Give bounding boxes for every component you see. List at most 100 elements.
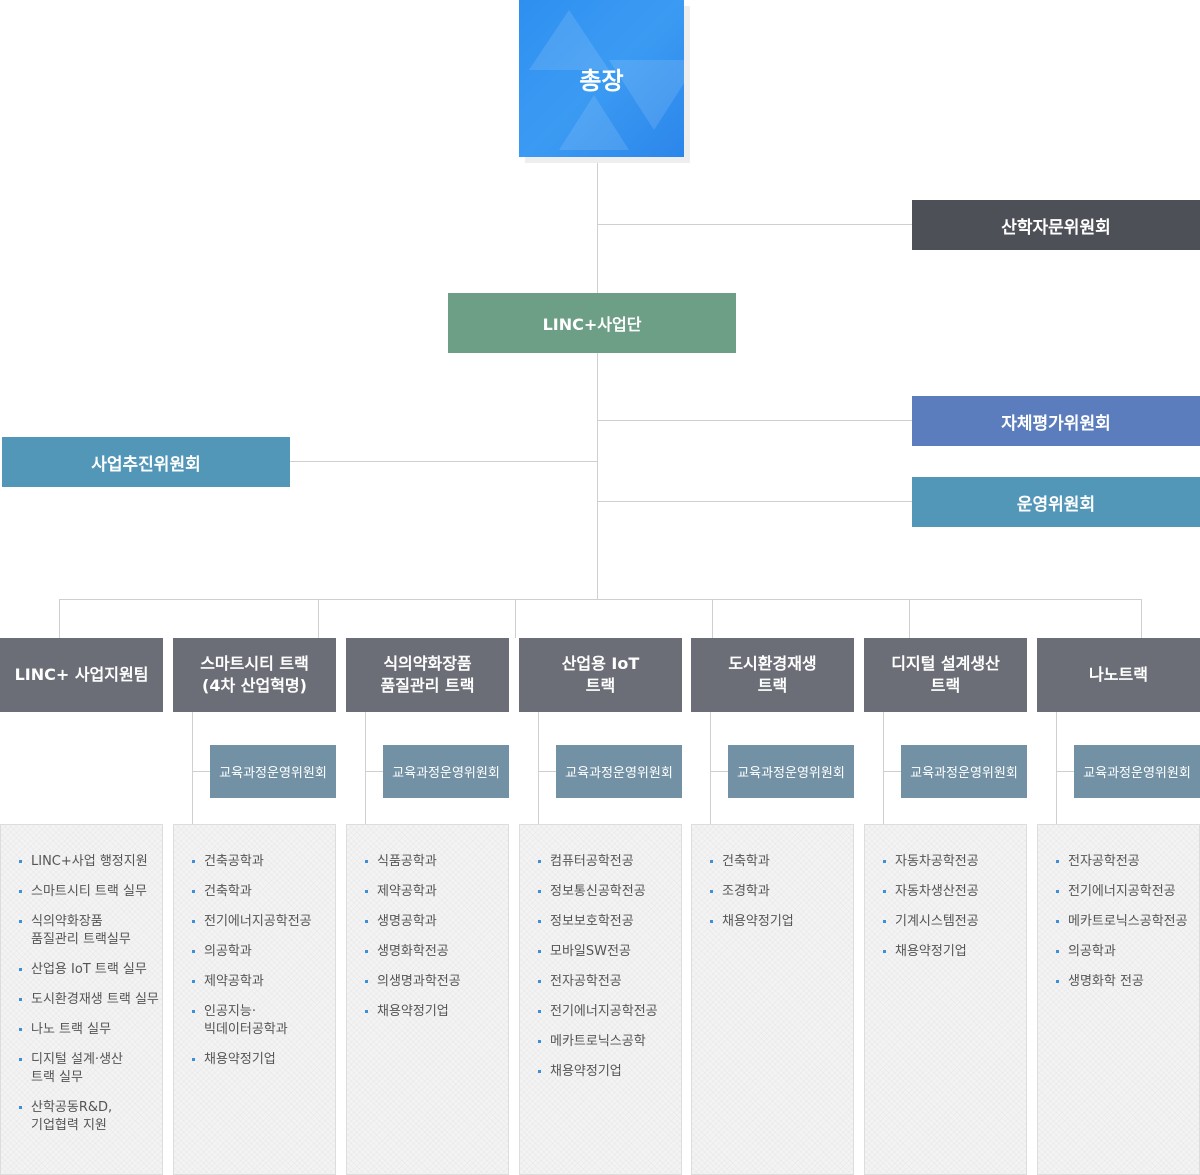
curriculum-committee-label: 교육과정운영위원회 [565, 766, 673, 781]
curriculum-committee-label: 교육과정운영위원회 [392, 766, 500, 781]
list-item: 자동차공학전공 [883, 853, 1026, 871]
promotion-connector [290, 461, 597, 462]
list-item: 제약공학과 [192, 973, 335, 991]
track-box-5: 디지털 설계생산 트랙 [864, 638, 1027, 712]
list-item: 나노 트랙 실무 [19, 1021, 162, 1039]
list-item: 생명공학과 [365, 913, 508, 931]
curriculum-committee-label: 교육과정운영위원회 [219, 766, 327, 781]
track-drop-line-5 [1141, 599, 1142, 638]
list-item: 건축학과 [710, 853, 853, 871]
operation-committee-label: 운영위원회 [1016, 494, 1096, 515]
list-item: 식품공학과 [365, 853, 508, 871]
track-title: 산업용 IoT 트랙 [561, 654, 640, 695]
list-item: 전자공학전공 [538, 973, 681, 991]
curriculum-committee-box-5: 교육과정운영위원회 [901, 745, 1027, 798]
track-vertical-line-3 [538, 712, 539, 824]
track-title: 식의약화장품 품질관리 트랙 [380, 654, 475, 695]
list-item: 식의약화장품 품질관리 트랙실무 [19, 913, 162, 949]
list-item: 정보통신공학전공 [538, 883, 681, 901]
track-vertical-line-5 [883, 712, 884, 824]
list-item: 채용약정기업 [538, 1063, 681, 1081]
committee-connector-1 [192, 771, 210, 772]
track-drop-line-4 [909, 599, 910, 638]
curriculum-committee-label: 교육과정운영위원회 [910, 766, 1018, 781]
promotion-committee-label: 사업추진위원회 [91, 454, 201, 475]
curriculum-committee-box-4: 교육과정운영위원회 [728, 745, 854, 798]
list-item: 메카트로닉스공학전공 [1056, 913, 1199, 931]
track-drop-line-1 [318, 599, 319, 638]
operation-committee-box: 운영위원회 [912, 477, 1200, 527]
list-item: 채용약정기업 [365, 1003, 508, 1021]
track-vertical-line-2 [365, 712, 366, 824]
track-drop-line-2 [515, 599, 516, 638]
list-item: 메카트로닉스공학 [538, 1033, 681, 1051]
list-item: 전기에너지공학전공 [1056, 883, 1199, 901]
list-item: 정보보호학전공 [538, 913, 681, 931]
list-item: 의공학과 [192, 943, 335, 961]
linc-hq-box: LINC+사업단 [448, 293, 736, 353]
list-item: 건축공학과 [192, 853, 335, 871]
list-item: 채용약정기업 [192, 1051, 335, 1069]
advisory-connector [597, 224, 912, 225]
list-item: 제약공학과 [365, 883, 508, 901]
track-title: 나노트랙 [1089, 665, 1148, 684]
list-item: 자동차생산전공 [883, 883, 1026, 901]
track-vertical-line-4 [710, 712, 711, 824]
track-box-1: 스마트시티 트랙 (4차 산업혁명) [173, 638, 336, 712]
list-item: 모바일SW전공 [538, 943, 681, 961]
list-item: 생명화학 전공 [1056, 973, 1199, 991]
list-item: 산학공동R&D, 기업협력 지원 [19, 1099, 162, 1135]
list-item: 채용약정기업 [710, 913, 853, 931]
track-drop-line-3 [712, 599, 713, 638]
committee-connector-2 [365, 771, 383, 772]
self-evaluation-committee-label: 자체평가위원회 [1001, 413, 1111, 434]
curriculum-committee-box-6: 교육과정운영위원회 [1074, 745, 1200, 798]
curriculum-committee-label: 교육과정운영위원회 [737, 766, 845, 781]
list-item: 도시환경재생 트랙 실무 [19, 991, 162, 1009]
list-item: 스마트시티 트랙 실무 [19, 883, 162, 901]
list-item: 전기에너지공학전공 [192, 913, 335, 931]
track-box-4: 도시환경재생 트랙 [691, 638, 854, 712]
committee-connector-5 [883, 771, 901, 772]
linc-hq-label: LINC+사업단 [542, 315, 642, 334]
self-eval-connector [597, 420, 912, 421]
track-title: 도시환경재생 트랙 [728, 654, 817, 695]
advisory-committee-box: 산학자문위원회 [912, 200, 1200, 250]
list-item: 전기에너지공학전공 [538, 1003, 681, 1021]
committee-connector-6 [1056, 771, 1074, 772]
curriculum-committee-box-1: 교육과정운영위원회 [210, 745, 336, 798]
main-trunk-line [597, 157, 598, 600]
list-item: 기계시스템전공 [883, 913, 1026, 931]
list-item: LINC+사업 행정지원 [19, 853, 162, 871]
list-item: 디지털 설계·생산 트랙 실무 [19, 1051, 162, 1087]
track-box-6: 나노트랙 [1037, 638, 1200, 712]
list-item: 건축학과 [192, 883, 335, 901]
committee-connector-4 [710, 771, 728, 772]
list-item: 조경학과 [710, 883, 853, 901]
curriculum-committee-box-2: 교육과정운영위원회 [383, 745, 509, 798]
track-box-0: LINC+ 사업지원팀 [0, 638, 163, 712]
list-item: 전자공학전공 [1056, 853, 1199, 871]
track-vertical-line-1 [192, 712, 193, 824]
track-box-2: 식의약화장품 품질관리 트랙 [346, 638, 509, 712]
list-item: 생명화학전공 [365, 943, 508, 961]
tracks-horizontal-line [59, 599, 1142, 600]
president-label: 총장 [579, 67, 624, 95]
list-item: 채용약정기업 [883, 943, 1026, 961]
committee-connector-3 [538, 771, 556, 772]
list-item: 인공지능· 빅데이터공학과 [192, 1003, 335, 1039]
